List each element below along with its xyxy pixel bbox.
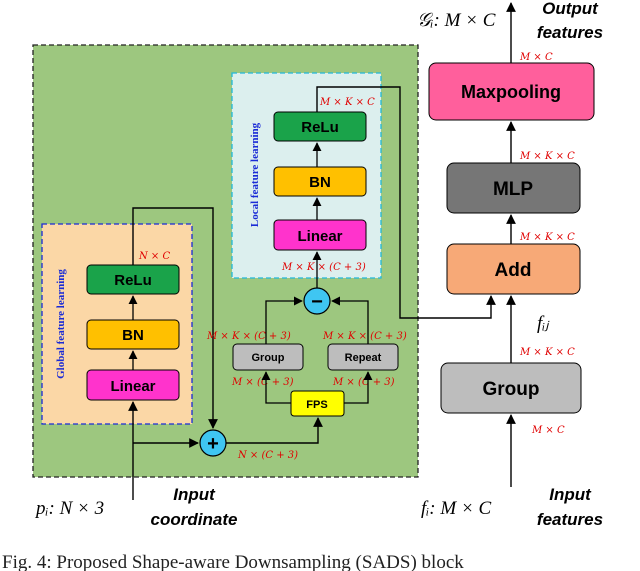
local-relu-label: ReLu <box>301 119 339 136</box>
arrow-local-out-to-add <box>316 86 496 319</box>
input-math-right: fᵢ: M × C <box>421 498 492 519</box>
add-label: Add <box>495 260 532 281</box>
dim-mlp-in: M × K × C <box>519 232 575 243</box>
group-label: Group <box>483 379 540 400</box>
dim-small-group-bottom: M × (C + 3) <box>231 377 294 388</box>
input-coordinate-line2: coordinate <box>151 510 238 529</box>
small-repeat-block <box>327 343 399 371</box>
global-region-label: Global feature learning <box>55 269 67 379</box>
local-linear-block <box>273 219 367 251</box>
dim-small-repeat-bottom: M × (C + 3) <box>332 377 395 388</box>
local-bn-block <box>273 166 367 197</box>
mlp-block <box>446 162 581 214</box>
dim-small-group-top: M × K × (C + 3) <box>206 331 291 342</box>
local-bn-label: BN <box>309 174 331 191</box>
local-region-label: Local feature learning <box>249 122 261 227</box>
f-ij-label: fᵢⱼ <box>537 313 550 334</box>
small-repeat-label: Repeat <box>345 352 382 364</box>
input-features-line2: features <box>537 510 603 529</box>
maxpooling-label: Maxpooling <box>461 82 561 102</box>
arrow-fps-to-group <box>261 371 291 404</box>
dim-group-in: M × C <box>531 425 565 436</box>
local-relu-block <box>273 111 367 142</box>
dim-local-bottom: M × K × (C + 3) <box>281 262 366 273</box>
input-coordinate-line1: Input <box>173 485 216 504</box>
dim-small-repeat-top: M × K × (C + 3) <box>322 331 407 342</box>
output-features-line1: Output <box>542 0 599 18</box>
mlp-label: MLP <box>493 179 533 200</box>
arrow-repeat-to-minus <box>331 296 369 344</box>
figure-caption: Fig. 4: Proposed Shape-aware Downsamplin… <box>2 552 464 571</box>
small-group-label: Group <box>252 352 285 364</box>
global-linear-label: Linear <box>110 378 155 395</box>
dim-global-top: N × C <box>138 251 170 262</box>
output-features-line2: features <box>537 23 603 42</box>
dim-fps-in: N × (C + 3) <box>237 450 298 461</box>
fps-label: FPS <box>306 399 327 411</box>
local-linear-label: Linear <box>297 228 342 245</box>
plus-symbol: + <box>207 433 219 455</box>
global-relu-label: ReLu <box>114 272 152 289</box>
small-group-block <box>232 343 304 371</box>
arrow-fps-to-repeat <box>344 371 373 404</box>
input-features-line1: Input <box>549 485 592 504</box>
input-math-left: pᵢ: N × 3 <box>34 498 104 519</box>
dim-maxpool-in: M × K × C <box>519 151 575 162</box>
arrow-group-to-minus <box>265 296 303 344</box>
add-block <box>446 243 581 295</box>
dim-local-top: M × K × C <box>319 97 375 108</box>
arrow-global-out-to-plus <box>132 207 218 429</box>
arrow-plus-to-fps <box>226 417 323 444</box>
output-math: 𝒢ᵢ: M × C <box>417 10 496 31</box>
dim-add-in: M × K × C <box>519 347 575 358</box>
dim-top-out: M × C <box>519 52 553 63</box>
minus-symbol: − <box>311 291 323 313</box>
global-bn-label: BN <box>122 327 144 344</box>
